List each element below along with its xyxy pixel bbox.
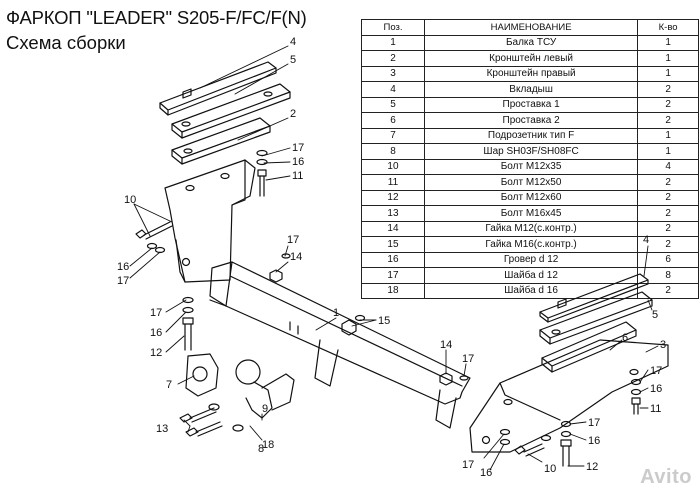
callout-6: 6 bbox=[622, 332, 628, 344]
callout-5-right: 5 bbox=[652, 309, 658, 321]
leader-lines bbox=[129, 45, 659, 471]
callout-9: 9 bbox=[262, 403, 268, 415]
callout-16-col: 16 bbox=[150, 327, 162, 339]
callout-11-right: 11 bbox=[650, 403, 661, 415]
callout-17-left: 17 bbox=[117, 275, 129, 287]
callout-16-bottom-right: 16 bbox=[588, 435, 600, 447]
page-subtitle: Схема сборки bbox=[6, 32, 126, 53]
callout-16-bottom: 16 bbox=[480, 467, 492, 479]
cell-quantity: 2 bbox=[637, 96, 699, 113]
fasteners bbox=[135, 149, 642, 467]
callout-16-left: 16 bbox=[117, 261, 129, 273]
callout-14-right: 14 bbox=[440, 339, 452, 351]
callout-17-right: 17 bbox=[650, 365, 662, 377]
callout-4-right: 4 bbox=[643, 234, 649, 246]
callout-3: 3 bbox=[660, 339, 666, 351]
callout-17-top: 17 bbox=[292, 142, 304, 154]
callout-15: 15 bbox=[378, 315, 390, 327]
spacer-right-2 bbox=[541, 321, 637, 373]
callout-10-left: 10 bbox=[124, 194, 136, 206]
callout-5-left: 5 bbox=[290, 54, 296, 66]
insert-left bbox=[159, 61, 277, 116]
callout-16-right: 16 bbox=[650, 383, 662, 395]
callout-16-top: 16 bbox=[292, 156, 304, 168]
socket-plate bbox=[185, 353, 219, 397]
cell-name: Гайка М16(с.контр.) bbox=[423, 236, 639, 253]
callout-8: 8 bbox=[258, 443, 264, 455]
callout-12-col: 12 bbox=[150, 347, 162, 359]
callout-labels: 4 5 2 17 16 11 10 16 17 17 14 17 16 12 1… bbox=[117, 36, 666, 479]
bracket-right bbox=[469, 339, 669, 453]
callout-17-right-mid: 17 bbox=[462, 353, 474, 365]
callout-17-bottom: 17 bbox=[462, 459, 474, 471]
cell-quantity: 2 bbox=[637, 282, 699, 299]
insert-right bbox=[539, 273, 649, 323]
callout-12-bottom: 12 bbox=[586, 461, 598, 473]
callout-4-left: 4 bbox=[290, 36, 296, 48]
callout-1: 1 bbox=[333, 307, 339, 319]
main-beam bbox=[209, 261, 471, 429]
spacer-left-1 bbox=[171, 83, 291, 139]
callout-18: 18 bbox=[262, 439, 274, 451]
spacer-right-1 bbox=[539, 291, 653, 345]
tow-ball bbox=[235, 359, 295, 419]
callout-14-mid: 14 bbox=[290, 251, 302, 263]
bracket-left bbox=[164, 159, 256, 283]
callout-17-col: 17 bbox=[150, 307, 162, 319]
callout-7: 7 bbox=[166, 379, 172, 391]
page-title: ФАРКОП "LEADER" S205-F/FC/F(N) bbox=[6, 7, 307, 28]
callout-2: 2 bbox=[290, 108, 296, 120]
spacer-left-2 bbox=[171, 117, 271, 165]
callout-10-bottom: 10 bbox=[544, 463, 556, 475]
callout-17-bottom-right: 17 bbox=[588, 417, 600, 429]
table-header-row: Поз. НАИМЕНОВАНИЕ К-во bbox=[361, 19, 699, 36]
callout-13: 13 bbox=[156, 423, 168, 435]
callout-17-mid: 17 bbox=[287, 234, 299, 246]
callout-11-top: 11 bbox=[292, 170, 303, 182]
watermark-logo: Avito bbox=[640, 466, 692, 488]
